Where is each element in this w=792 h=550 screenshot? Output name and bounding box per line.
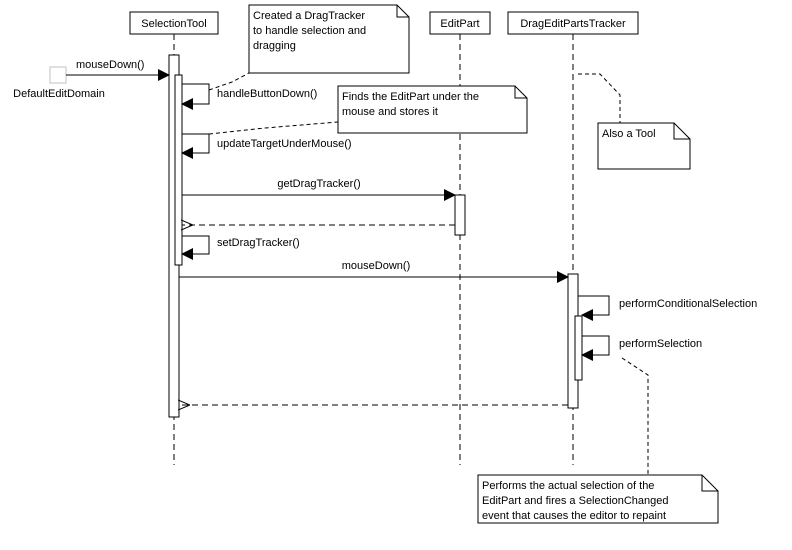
note-line: mouse and stores it [342,106,438,118]
participant-label: EditPart [440,18,479,30]
note-line: dragging [253,40,296,52]
note-connector [208,121,339,135]
note-also-a-tool: Also a Tool [597,122,691,170]
self-call-arrow [181,235,210,260]
note-line: Also a Tool [602,128,656,140]
message-label: setDragTracker() [217,237,300,249]
participant-edit-part: EditPart [429,11,491,35]
note-connector [208,72,250,91]
note-line: EditPart and fires a SelectionChanged [482,495,669,507]
activation-selection-tool-inner [174,74,183,266]
message-label: performConditionalSelection [619,298,757,310]
note-performs-selection: Performs the actual selection of the Edi… [477,474,719,524]
note-drag-tracker: Created a DragTracker to handle selectio… [248,4,410,74]
self-call-arrow [181,133,210,159]
note-line: Finds the EditPart under the [342,91,479,103]
message-label: handleButtonDown() [217,88,317,100]
note-line: Created a DragTracker [253,10,365,22]
participant-selection-tool: SelectionTool [129,11,219,35]
participant-drag-edit-parts-tracker: DragEditPartsTracker [507,11,639,35]
participant-label: DragEditPartsTracker [520,18,626,30]
message-label: mouseDown() [76,59,144,71]
note-finds-edit-part: Finds the EditPart under the mouse and s… [337,85,528,134]
default-edit-domain-label: DefaultEditDomain [13,88,105,100]
self-call-arrow [181,83,210,110]
note-line: to handle selection and [253,25,366,37]
message-label: mouseDown() [342,260,410,272]
self-call-arrow [581,335,610,361]
note-line: Performs the actual selection of the [482,480,654,492]
note-line: event that causes the editor to repaint [482,510,666,522]
default-edit-domain-box [49,66,67,84]
note-connector [578,73,621,123]
message-label: performSelection [619,338,702,350]
message-label: getDragTracker() [277,178,360,190]
activation-drag-tracker-inner [574,315,583,381]
participant-label: SelectionTool [141,18,206,30]
note-connector [621,357,649,475]
activation-edit-part [454,194,466,236]
message-label: updateTargetUnderMouse() [217,138,352,150]
self-call-arrow [578,295,610,321]
